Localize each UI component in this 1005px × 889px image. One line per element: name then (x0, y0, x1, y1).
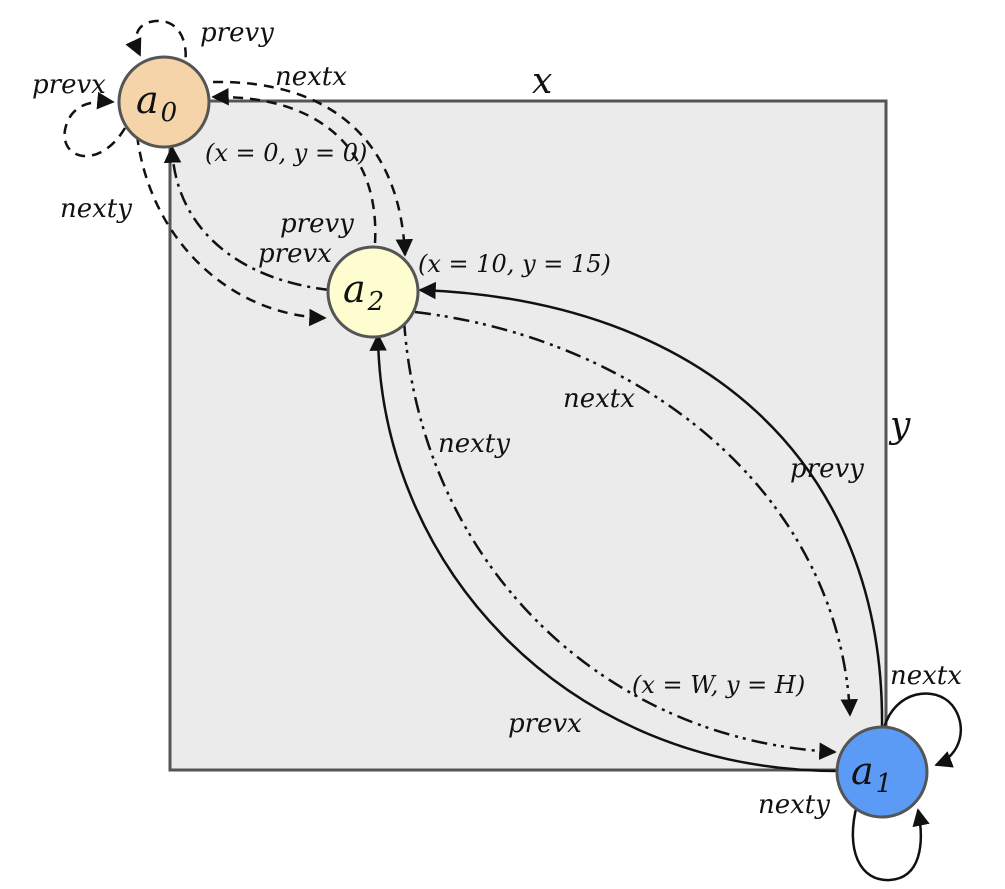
edge-a2-to-a1-nexty (402, 319, 837, 760)
edge-label-mid-nexty: nexty (438, 429, 510, 459)
edge-label-mid-prevy: prevy (790, 454, 864, 484)
edge-a0-to-a2-nexty (135, 134, 327, 327)
a1-nextx-loop (882, 692, 963, 768)
a0-prevy-loop (125, 19, 187, 75)
edge-label-a1-nexty: nexty (758, 790, 830, 820)
edge-label-a0-nextx: nextx (275, 62, 347, 92)
coord-a1: (x = W, y = H) (632, 671, 806, 699)
coord-a0: (x = 0, y = 0) (205, 139, 368, 167)
edge-label-mid-prevx: prevx (508, 709, 582, 739)
edge-a1-to-a2-prevx (369, 333, 838, 773)
svg-text:a1: a1 (851, 749, 892, 799)
node-a0: a0 (117, 55, 211, 149)
edge-label-a0-prevy: prevy (200, 18, 274, 48)
edge-a2-to-a0-prevx (163, 145, 331, 292)
edge-a1-to-a2-prevy (418, 281, 884, 729)
x-axis-label: x (532, 61, 553, 102)
node-a2: a2 (326, 245, 420, 339)
edge-a2-to-a1-nextx (414, 310, 858, 717)
a1-nexty-loop (851, 804, 930, 882)
edge-label-a2-prevx: prevx (258, 239, 332, 269)
node-a1: a1 (835, 725, 929, 819)
edge-label-mid-nextx: nextx (563, 384, 635, 414)
coord-a2: (x = 10, y = 15) (418, 250, 611, 278)
edge-label-a1-nextx: nextx (890, 661, 962, 691)
a0-prevx-loop (63, 91, 127, 158)
edge-a0-to-a2-dashed (212, 80, 414, 257)
svg-text:a0: a0 (136, 78, 177, 128)
edge-a2-to-a0-dashed (211, 87, 377, 244)
edge-label-a0-prevx: prevx (32, 70, 106, 100)
edge-label-a0-nexty: nexty (60, 194, 132, 224)
svg-text:a2: a2 (343, 267, 384, 317)
y-axis-label: y (890, 405, 911, 446)
edge-label-a2-prevy: prevy (280, 209, 354, 239)
